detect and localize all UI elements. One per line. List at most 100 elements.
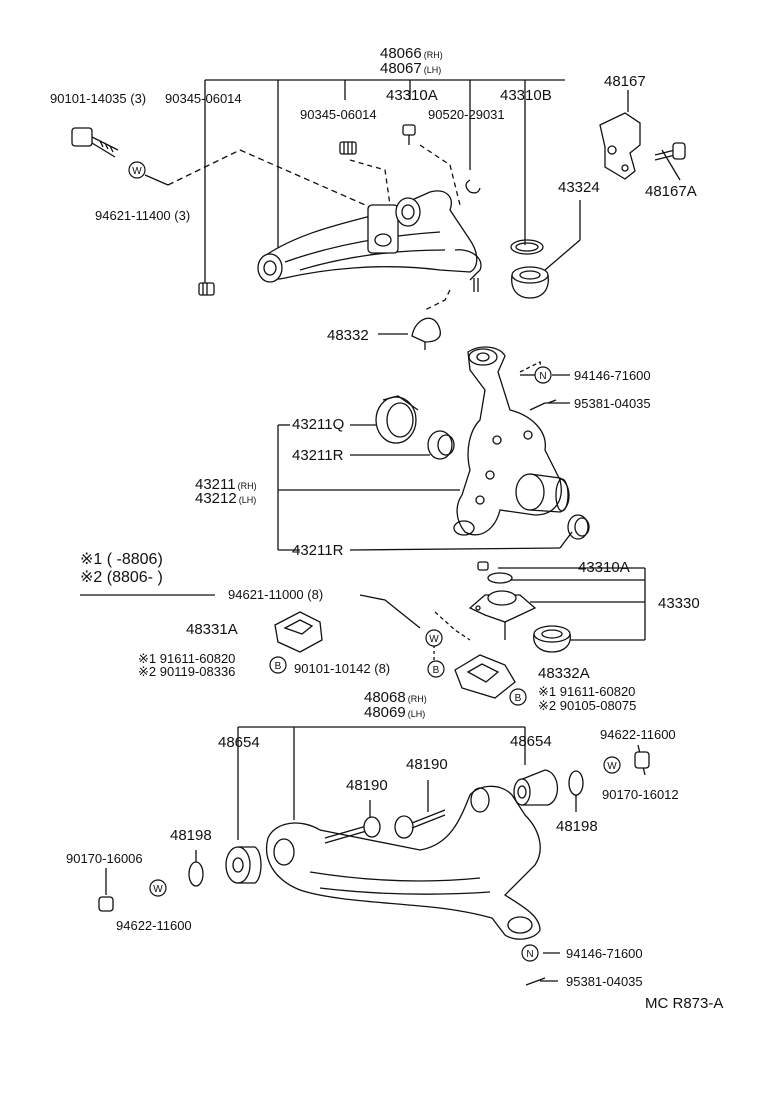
svg-text:B: B: [275, 661, 282, 672]
lower-control-arm: [266, 785, 541, 940]
leader-lines-knuckle: [277, 374, 573, 551]
label-90101-14035: 90101-14035 (3): [50, 91, 147, 106]
leader-lines-upper: [204, 79, 681, 285]
label-48190-a: 48190: [346, 777, 388, 794]
label-43330: 43330: [658, 595, 700, 612]
label-90170-16006: 90170-16006: [66, 851, 143, 866]
label-94146-71600-lower: 94146-71600: [566, 946, 643, 961]
label-48066: 48066(RH): [380, 45, 443, 62]
svg-text:B: B: [433, 665, 440, 676]
washer-marker-lower: W: [425, 629, 443, 647]
cam-bolt-b: [394, 780, 446, 839]
label-48331a: 48331A: [186, 621, 238, 638]
bolt-marker-left: B: [269, 656, 287, 674]
label-43212: 43212(LH): [195, 490, 257, 507]
stopper-48332: [378, 317, 442, 350]
svg-text:N: N: [539, 371, 546, 382]
washer-marker-upper: W: [128, 161, 146, 179]
svg-text:W: W: [132, 166, 142, 177]
label-43310a-top: 43310A: [386, 87, 438, 104]
nut-marker-upper: N: [534, 366, 552, 384]
label-90105-08075: ※2 90105-08075: [538, 698, 637, 713]
svg-text:B: B: [515, 693, 522, 704]
pin-lower: [525, 977, 546, 986]
label-95381-04035-lower: 95381-04035: [566, 974, 643, 989]
svg-text:W: W: [607, 761, 617, 772]
lower-ball-joint: [468, 561, 537, 640]
svg-text:W: W: [153, 884, 163, 895]
cam-bolt-a: [324, 800, 381, 844]
svg-text:N: N: [526, 949, 533, 960]
label-48190-b: 48190: [406, 756, 448, 773]
label-48198-left: 48198: [170, 827, 212, 844]
label-94622-11600-right: 94622-11600: [600, 727, 676, 742]
stopper-48331a: [274, 611, 323, 653]
label-48068: 48068(RH): [364, 689, 427, 706]
leader-lines-lower: [237, 726, 646, 840]
label-91611-60820-left: ※1 91611-60820: [138, 651, 236, 666]
label-94622-11600-left: 94622-11600: [116, 918, 192, 933]
boot-43324: [511, 266, 549, 299]
bearing-upper: [427, 430, 455, 460]
nut-marker-lower: N: [521, 944, 539, 962]
clip: [465, 179, 481, 194]
label-48069: 48069(LH): [364, 704, 426, 721]
ring-43310a-lower: [487, 572, 513, 584]
label-43310a-lower: 43310A: [578, 559, 630, 576]
label-91611-60820-right: ※1 91611-60820: [538, 684, 636, 699]
washer-marker-left: W: [149, 879, 167, 897]
label-48167: 48167: [604, 73, 646, 90]
bushing-right: [513, 769, 559, 806]
note-2: ※2 (8806- ): [80, 569, 163, 586]
label-95381-04035-upper: 95381-04035: [574, 396, 651, 411]
bolt-marker-mid: B: [427, 660, 445, 678]
label-48198-right: 48198: [556, 818, 598, 835]
seal-43211q: [375, 395, 419, 444]
leader-lines-balljoint: [498, 567, 646, 641]
label-90119-08336: ※2 90119-08336: [138, 664, 236, 679]
bolt-small-lower-left: [198, 282, 215, 296]
bolt-small-upper: [339, 141, 357, 155]
label-48654-right: 48654: [510, 733, 552, 750]
ring-43310b: [510, 239, 544, 255]
label-48067: 48067(LH): [380, 60, 442, 77]
bolt-upper-arm: [71, 127, 119, 158]
label-94621-11400: 94621-11400 (3): [95, 208, 191, 223]
stopper-48332a: [454, 654, 516, 699]
label-48167a: 48167A: [645, 183, 697, 200]
bolt-48167a: [654, 142, 686, 161]
label-43211q: 43211Q: [292, 416, 345, 433]
label-94146-71600-upper: 94146-71600: [574, 368, 651, 383]
note-1: ※1 ( -8806): [80, 551, 163, 568]
label-43310b: 43310B: [500, 87, 552, 104]
diagram-code: MC R873-A: [645, 995, 724, 1012]
bolt-43310a: [402, 124, 416, 145]
bearing-lower: [567, 514, 590, 540]
label-94621-11000: 94621-11000 (8): [228, 587, 324, 602]
label-48332a: 48332A: [538, 665, 590, 682]
label-90170-16012: 90170-16012: [602, 787, 679, 802]
bumper-48167: [599, 112, 641, 180]
label-90101-10142: 90101-10142 (8): [294, 661, 391, 676]
svg-text:W: W: [429, 634, 439, 645]
label-43211r-lower: 43211R: [292, 542, 344, 559]
washer-marker-right: W: [603, 756, 621, 774]
label-90520-29031: 90520-29031: [428, 107, 505, 122]
nut-right: [634, 751, 650, 769]
label-90345-06014-b: 90345-06014: [300, 107, 377, 122]
bushing-left: [225, 846, 262, 884]
bolt-marker-right: B: [509, 688, 527, 706]
label-48332: 48332: [327, 327, 369, 344]
nut-left: [98, 868, 114, 912]
label-43211: 43211(RH): [195, 476, 257, 493]
label-43211r-upper: 43211R: [292, 447, 344, 464]
steering-knuckle: [453, 346, 570, 536]
boot-lower: [533, 625, 571, 653]
label-43324: 43324: [558, 179, 600, 196]
label-90345-06014-a: 90345-06014: [165, 91, 242, 106]
upper-control-arm: [257, 190, 482, 292]
label-48654-left: 48654: [218, 734, 260, 751]
